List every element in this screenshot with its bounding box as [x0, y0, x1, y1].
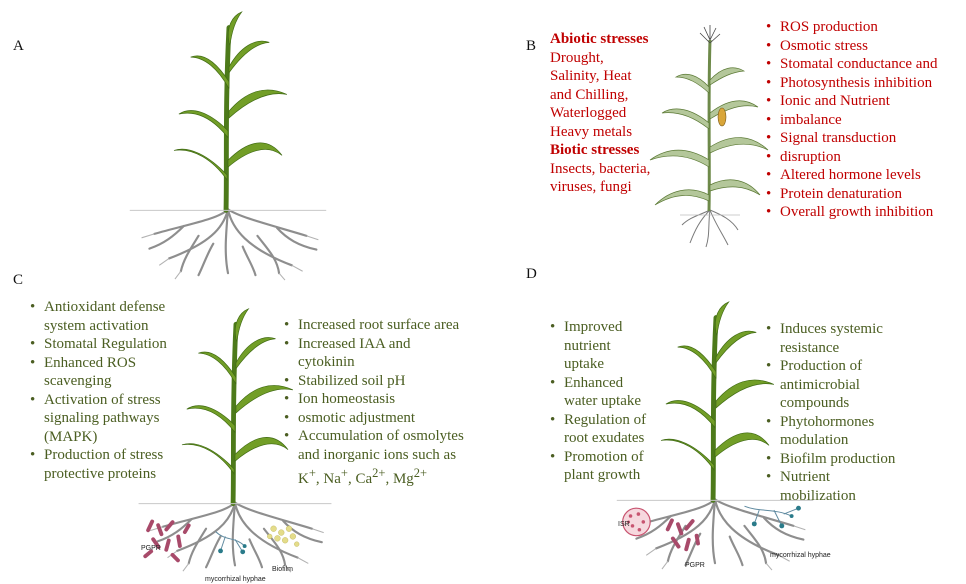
ion-mg-charge: 2+ — [414, 466, 427, 480]
panel-b-effects: ROS production Osmotic stress Stomatal c… — [766, 18, 966, 222]
effect-protein: Protein denaturation — [766, 185, 966, 204]
d-right-item-cont: resistance — [766, 339, 956, 358]
effect-stomatal-cont: Photosynthesis inhibition — [766, 74, 966, 93]
c-right-item-cont: cytokinin — [284, 353, 494, 372]
stressed-maize-illustration — [640, 25, 770, 250]
effect-hormone: Altered hormone levels — [766, 166, 966, 185]
d-right-item: Biofilm production — [766, 450, 956, 469]
effect-stomatal: Stomatal conductance and — [766, 55, 966, 74]
d-right-item: Nutrient — [766, 468, 956, 487]
d-right-item: Induces systemic — [766, 320, 956, 339]
c-right-item: Ion homeostasis — [284, 390, 494, 409]
ion-k: K — [298, 471, 309, 487]
panel-c-letter: C — [13, 272, 23, 289]
panel-a-letter: A — [13, 38, 24, 55]
d-label-hyphae: mycorrhizal hyphae — [770, 552, 831, 559]
c-right-item: Stabilized soil pH — [284, 372, 494, 391]
effect-ionic: Ionic and Nutrient — [766, 92, 966, 111]
ion-na: Na — [323, 471, 341, 487]
d-right-item: Phytohormones — [766, 413, 956, 432]
c-right-item-cont: and inorganic ions such as — [284, 446, 494, 465]
d-right-item-cont: antimicrobial — [766, 376, 956, 395]
effect-signal: Signal transduction — [766, 129, 966, 148]
panel-b-letter: B — [526, 38, 536, 55]
ion-na-charge: + — [341, 466, 348, 480]
c-label-hyphae: mycorrhizal hyphae — [205, 576, 266, 583]
panel-a-plant-illustration — [128, 8, 328, 283]
effect-ros: ROS production — [766, 18, 966, 37]
panel-d-right-list: Induces systemic resistance Production o… — [766, 320, 956, 505]
panel-d-letter: D — [526, 266, 537, 283]
c-label-biofilm: Biofilm — [272, 566, 293, 573]
d-label-pgpr: PGPR — [685, 562, 705, 569]
d-label-isr: ISR — [618, 521, 630, 528]
c-right-item: Increased IAA and — [284, 335, 494, 354]
d-right-item-cont: mobilization — [766, 487, 956, 506]
ion-ca-charge: 2+ — [372, 466, 385, 480]
c-right-ions: K+, Na+, Ca2+, Mg2+ — [284, 464, 494, 489]
c-right-item: osmotic adjustment — [284, 409, 494, 428]
effect-ionic-cont: imbalance — [766, 111, 966, 130]
d-right-item-cont: modulation — [766, 431, 956, 450]
c-right-item: Accumulation of osmolytes — [284, 427, 494, 446]
d-right-item: Production of — [766, 357, 956, 376]
ion-k-charge: + — [309, 466, 316, 480]
d-right-item-cont: compounds — [766, 394, 956, 413]
c-right-item: Increased root surface area — [284, 316, 494, 335]
ion-ca: Ca — [355, 471, 372, 487]
effect-signal-cont: disruption — [766, 148, 966, 167]
c-label-pgpr: PGPR — [141, 545, 161, 552]
effect-growth: Overall growth inhibition — [766, 203, 966, 222]
panel-c-right-list: Increased root surface area Increased IA… — [284, 316, 494, 489]
effect-osmotic: Osmotic stress — [766, 37, 966, 56]
ion-mg: Mg — [393, 471, 414, 487]
